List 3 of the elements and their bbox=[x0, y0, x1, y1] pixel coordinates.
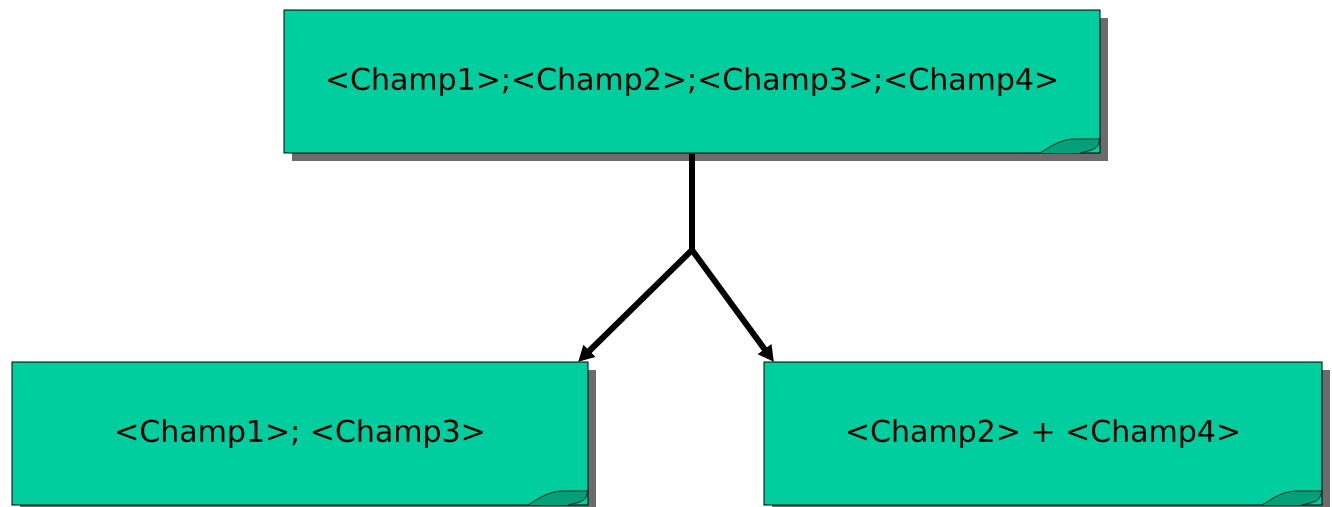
note-box: <Champ2> + <Champ4> bbox=[763, 361, 1330, 507]
note-box: <Champ1>;<Champ2>;<Champ3>;<Champ4> bbox=[283, 9, 1108, 161]
note-box: <Champ1>; <Champ3> bbox=[11, 361, 596, 507]
